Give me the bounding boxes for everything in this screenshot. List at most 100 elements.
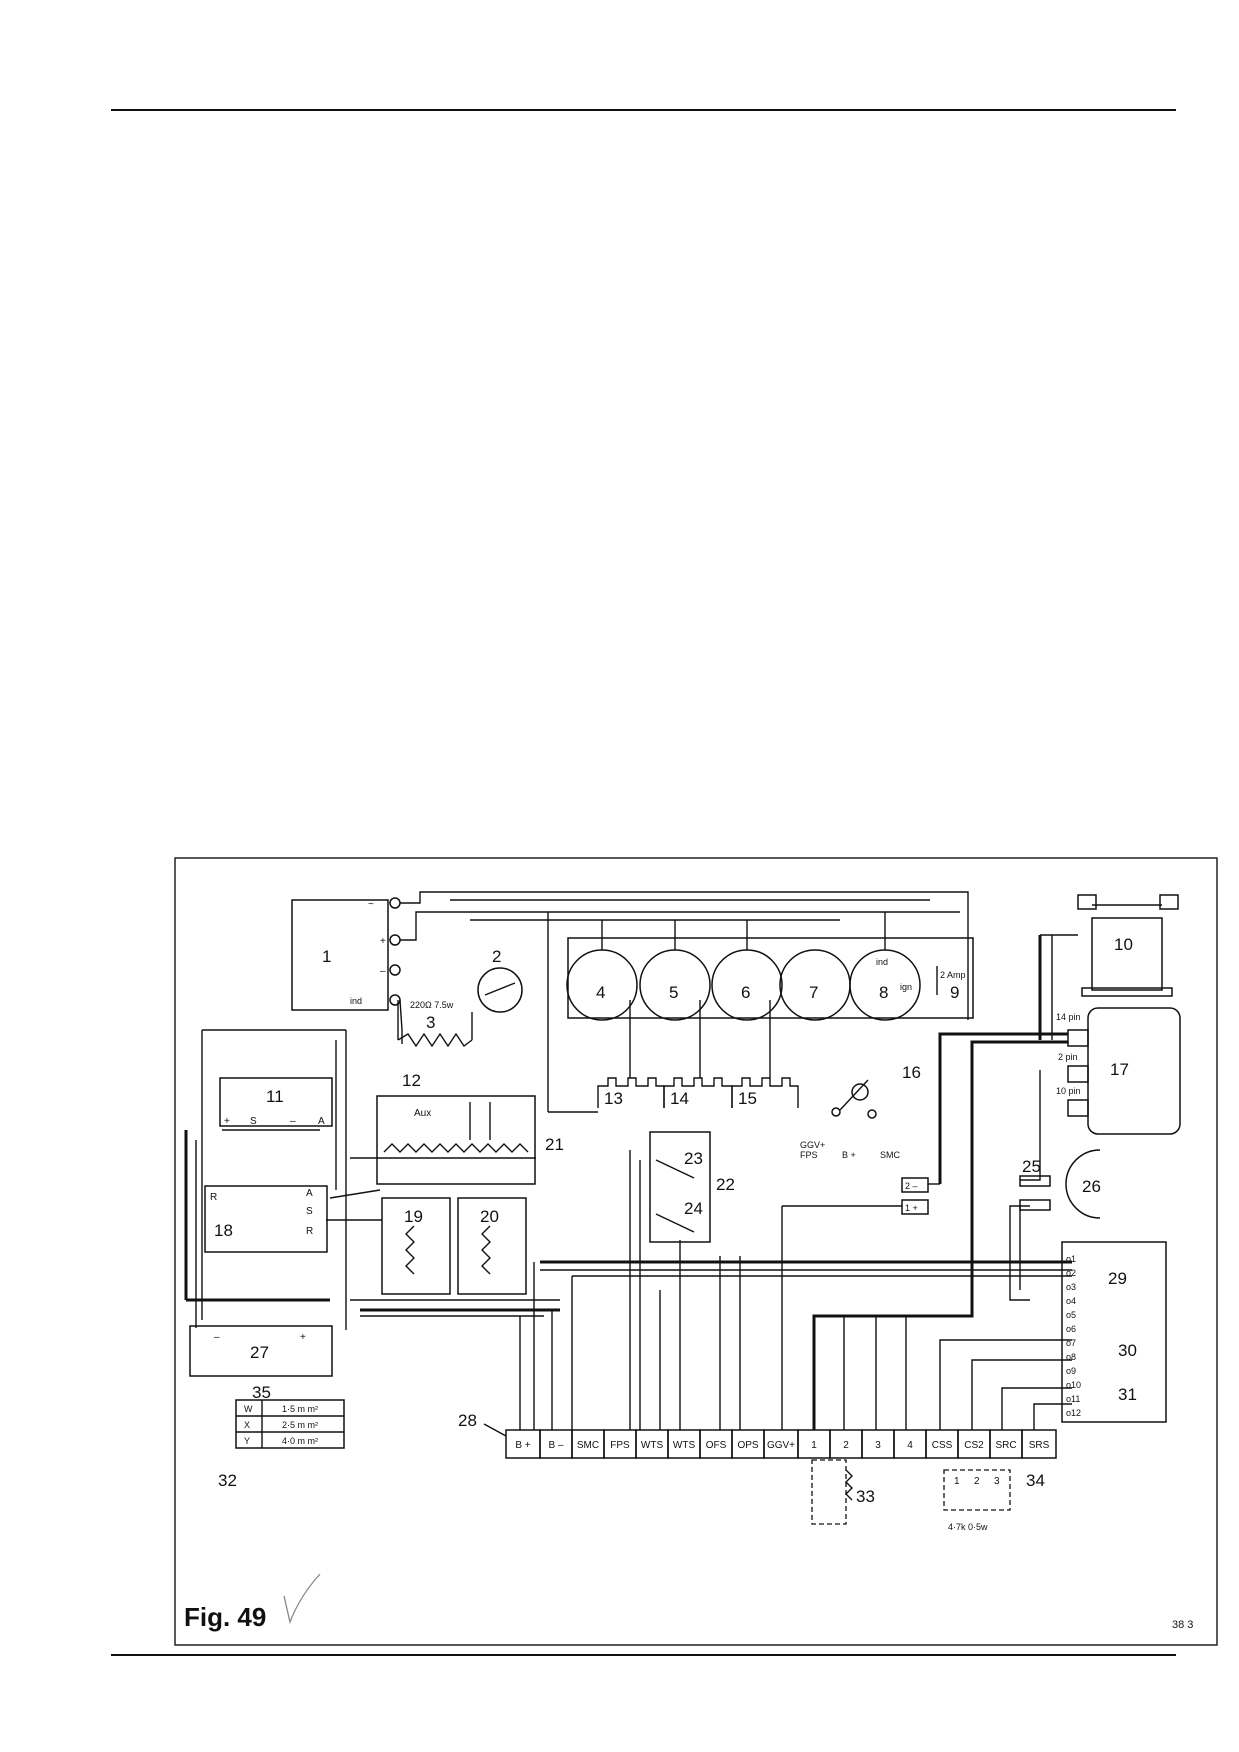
terminal-label: B +	[515, 1440, 530, 1451]
svg-text:o5: o5	[1066, 1310, 1076, 1320]
svg-text:2: 2	[974, 1476, 980, 1487]
svg-text:SMC: SMC	[880, 1150, 901, 1160]
resistor3-label: 220Ω 7.5w	[410, 1000, 454, 1010]
terminal-label: 3	[875, 1440, 881, 1451]
relay-pins: 2 – 1 +	[901, 1177, 929, 1215]
label-26: 26	[1082, 1177, 1101, 1196]
svg-text:o6: o6	[1066, 1324, 1076, 1334]
svg-text:o2: o2	[1066, 1268, 1076, 1278]
terminal-label: 4	[907, 1440, 913, 1451]
label-23: 23	[684, 1149, 703, 1168]
label-29: 29	[1108, 1269, 1127, 1288]
component-27: – + 27	[189, 1325, 333, 1377]
label-18: 18	[214, 1221, 233, 1240]
svg-text:A: A	[318, 1116, 325, 1127]
terminal-label: CSS	[932, 1440, 953, 1451]
top-rule	[111, 109, 1176, 111]
svg-text:+: +	[300, 1332, 306, 1343]
svg-text:~: ~	[368, 899, 374, 910]
terminal-label: WTS	[673, 1440, 696, 1451]
fuse9-label: 2 Amp	[940, 970, 966, 980]
svg-text:o3: o3	[1066, 1282, 1076, 1292]
label-35: 35	[252, 1383, 271, 1402]
label-32: 32	[218, 1471, 237, 1490]
check-mark	[283, 1573, 321, 1625]
svg-text:4·0 m m²: 4·0 m m²	[282, 1436, 318, 1446]
component-3: 220Ω 7.5w 3	[397, 1000, 473, 1048]
svg-text:S: S	[306, 1206, 313, 1217]
svg-text:A: A	[306, 1188, 313, 1199]
label-7: 7	[809, 983, 818, 1002]
label-16: 16	[902, 1063, 921, 1082]
label-33: 33	[856, 1487, 875, 1506]
label-24: 24	[684, 1199, 703, 1218]
svg-text:o7: o7	[1066, 1338, 1076, 1348]
svg-text:Y: Y	[244, 1436, 250, 1446]
svg-text:o10: o10	[1066, 1380, 1081, 1390]
pin2-label: 2 pin	[1058, 1052, 1078, 1062]
label-9: 9	[950, 983, 959, 1002]
component-18: 18 A S R R	[204, 1185, 328, 1253]
label-13: 13	[604, 1089, 623, 1108]
label-1: 1	[322, 947, 331, 966]
ign8-label: ign	[900, 982, 912, 992]
label-15: 15	[738, 1089, 757, 1108]
figure-caption: Fig. 49	[184, 1602, 266, 1632]
bottom-rule	[111, 1654, 1176, 1656]
svg-text:2·5 m m²: 2·5 m m²	[282, 1420, 318, 1430]
svg-text:R: R	[306, 1226, 313, 1237]
component-34: 1 2 3 4·7k 0·5w 34	[943, 1469, 1045, 1532]
component-25-26: 25 26	[1019, 1149, 1101, 1219]
label-17: 17	[1110, 1060, 1129, 1079]
svg-text:–: –	[380, 966, 386, 977]
svg-text:R: R	[210, 1192, 217, 1203]
svg-text:o8: o8	[1066, 1352, 1076, 1362]
svg-text:1 +: 1 +	[905, 1203, 918, 1213]
component-2: 2	[477, 947, 523, 1013]
terminal-label: 2	[843, 1440, 849, 1451]
component-17: 14 pin 2 pin 10 pin 17	[1056, 1007, 1181, 1135]
pin10-label: 10 pin	[1056, 1086, 1081, 1096]
svg-text:+: +	[224, 1116, 230, 1127]
block34-label: 4·7k 0·5w	[948, 1522, 988, 1532]
label-27: 27	[250, 1343, 269, 1362]
label-12: 12	[402, 1071, 421, 1090]
terminal-label: SRS	[1029, 1440, 1050, 1451]
label-11: 11	[266, 1087, 284, 1106]
terminal-label: OPS	[737, 1440, 758, 1451]
component-19-20: 19 20	[381, 1197, 527, 1295]
label-10: 10	[1114, 935, 1133, 954]
label-31: 31	[1118, 1385, 1137, 1404]
svg-text:–: –	[214, 1332, 220, 1343]
figure-ref: 38 3	[1172, 1619, 1193, 1631]
label-2: 2	[492, 947, 501, 966]
terminal-label: B –	[548, 1440, 563, 1451]
label-8: 8	[879, 983, 888, 1002]
component-11: 11 + S – A	[219, 1077, 333, 1127]
svg-text:S: S	[250, 1116, 257, 1127]
label-14: 14	[670, 1089, 689, 1108]
svg-text:1: 1	[954, 1476, 960, 1487]
terminal-label: GGV+	[767, 1440, 795, 1451]
label-3: 3	[426, 1013, 435, 1032]
svg-text:2 –: 2 –	[905, 1181, 918, 1191]
label-4: 4	[596, 983, 605, 1002]
svg-text:3: 3	[994, 1476, 1000, 1487]
svg-text:o9: o9	[1066, 1366, 1076, 1376]
svg-text:o11: o11	[1066, 1394, 1080, 1404]
ind8-label: ind	[876, 957, 888, 967]
wire-table: 35 W 1·5 m m² X 2·5 m m² Y 4·0 m m²	[235, 1383, 345, 1449]
svg-text:–: –	[290, 1116, 296, 1127]
terminal-label: 1	[811, 1440, 817, 1451]
terminal-label: FPS	[610, 1440, 630, 1451]
label-19: 19	[404, 1207, 423, 1226]
svg-text:o1: o1	[1066, 1254, 1076, 1264]
label-21: 21	[545, 1135, 564, 1154]
terminal-label: CS2	[964, 1440, 984, 1451]
terminal-label: SRC	[995, 1440, 1016, 1451]
figure-frame	[174, 857, 1218, 1646]
component-29: 29 30 31 o1 o2 o3 o4 o5 o6 o7 o8 o9 o10 …	[1061, 1241, 1167, 1423]
terminal-cell	[1021, 1429, 1057, 1459]
